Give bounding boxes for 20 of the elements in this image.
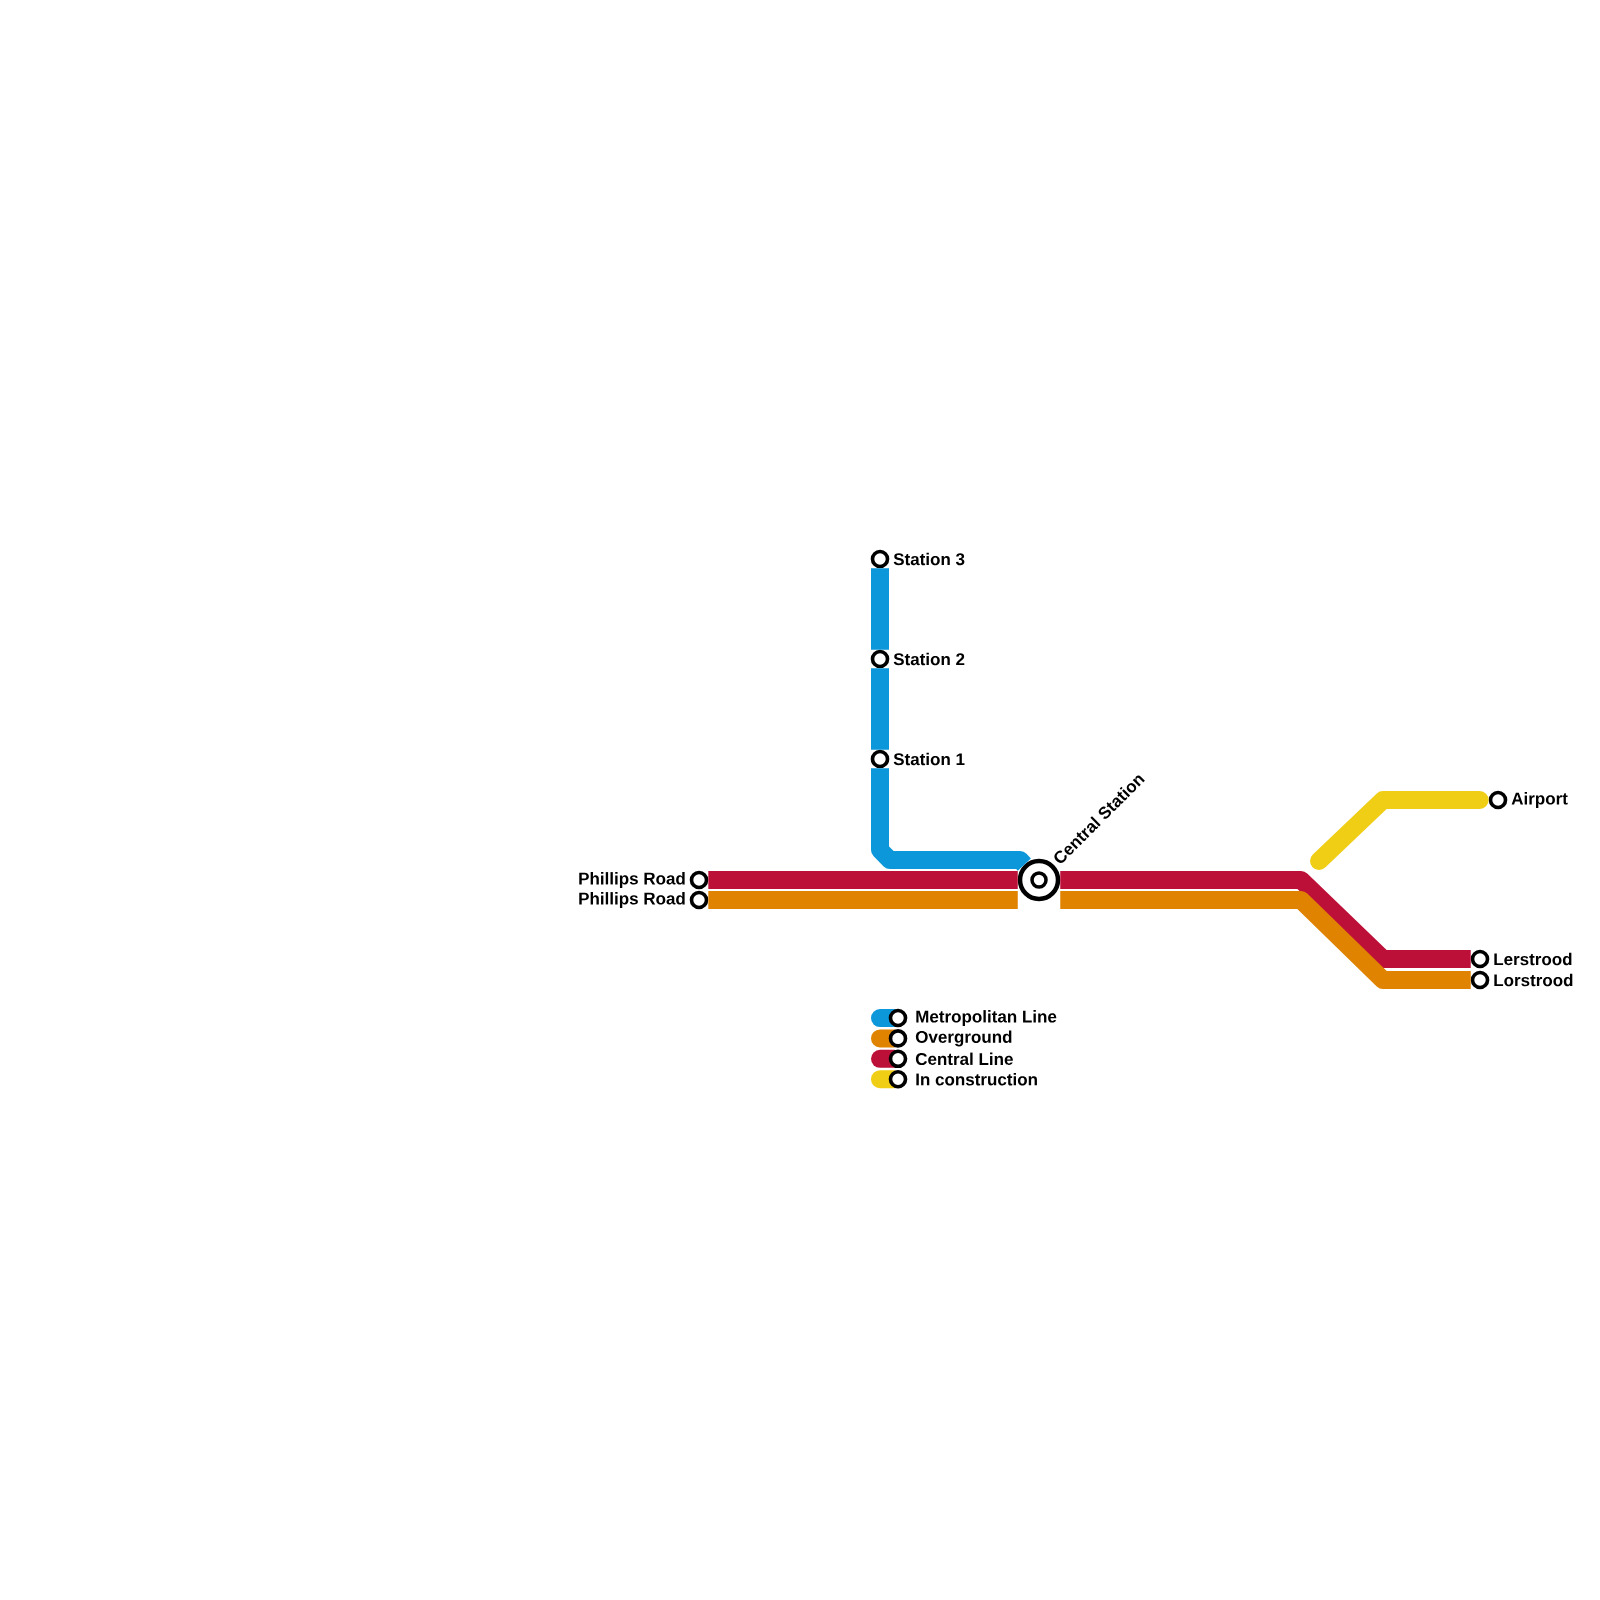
legend-text: In construction [916, 1073, 1037, 1086]
station-label: Station 2 [893, 652, 965, 666]
line-segment [1060, 871, 1471, 968]
station-label: Lorstrood [1494, 973, 1573, 987]
legend-text: Central Line [915, 1052, 1013, 1066]
station-label: Station 3 [893, 552, 965, 566]
station-label: Phillips Road [579, 892, 685, 908]
legend-text: Metropolitan Line [916, 1010, 1057, 1026]
station-label: Station 1 [893, 752, 965, 766]
line-segment [871, 568, 889, 650]
line-segment [708, 871, 1018, 889]
legend-text: Overground [915, 1030, 1012, 1047]
line-segment [1060, 891, 1471, 989]
line-segment [1310, 791, 1489, 870]
line-segment [871, 768, 1031, 871]
line-segment [708, 891, 1018, 909]
station-label: Airport [1511, 792, 1568, 808]
line-segment [871, 668, 889, 750]
station-label: Lerstrood [1494, 952, 1572, 966]
station-label: Phillips Road [579, 872, 685, 888]
